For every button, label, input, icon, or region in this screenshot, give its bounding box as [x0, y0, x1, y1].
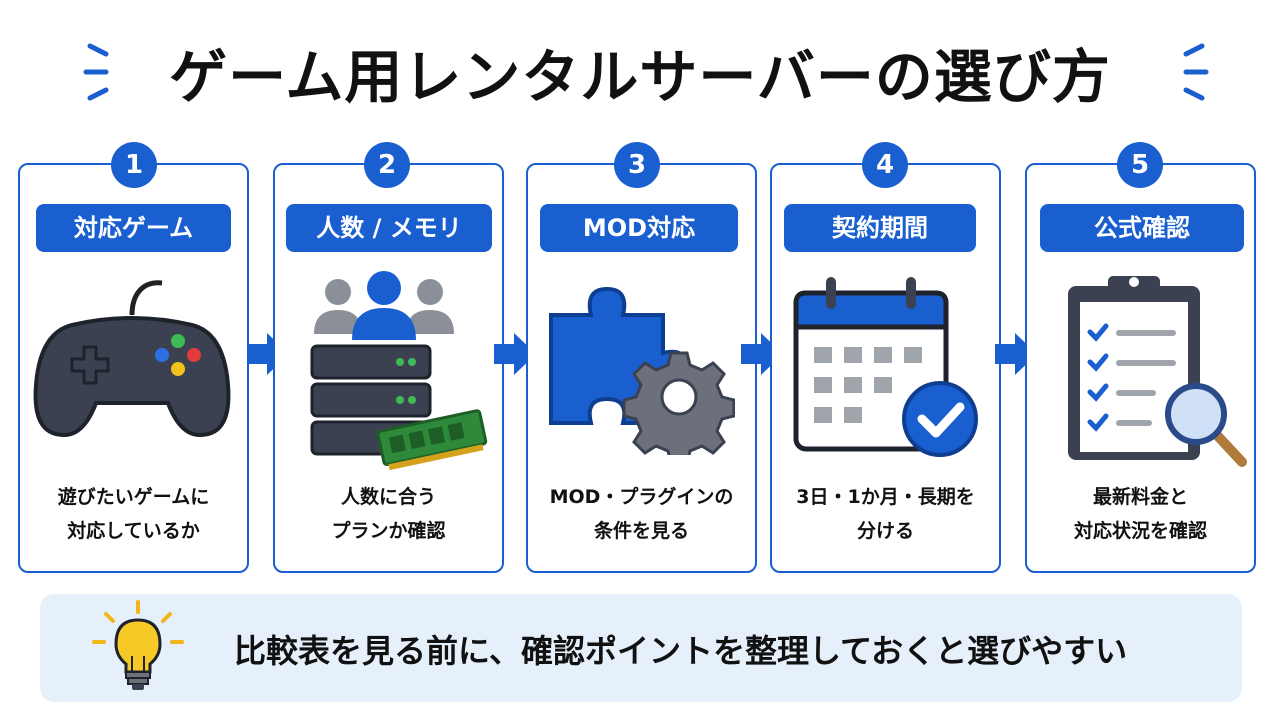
step-description-line: MOD・プラグインの	[549, 486, 734, 508]
step-description: 人数に合う プランか確認	[273, 480, 504, 548]
game-controller-icon	[33, 280, 231, 438]
step-description-line: 最新料金と	[1092, 486, 1188, 508]
users-server-memory-icon	[310, 271, 488, 471]
step-label: 契約期間	[784, 204, 976, 252]
puzzle-gear-icon	[549, 286, 735, 455]
step-description: 最新料金と 対応状況を確認	[1025, 480, 1256, 548]
calendar-check-icon	[793, 277, 978, 457]
step-number-badge: 3	[614, 142, 660, 188]
step-description-line: 対応しているか	[67, 520, 200, 542]
step-description: MOD・プラグインの 条件を見る	[526, 480, 757, 548]
step-description-line: 3日・1か月・長期を	[796, 486, 975, 508]
step-number-badge: 5	[1117, 142, 1163, 188]
step-description: 遊びたいゲームに 対応しているか	[18, 480, 249, 548]
sparkle-left-icon	[83, 43, 109, 101]
lightbulb-icon	[92, 600, 184, 690]
step-number-badge: 2	[364, 142, 410, 188]
sparkle-right-icon	[1183, 43, 1209, 101]
step-label: 対応ゲーム	[36, 204, 231, 252]
step-label: MOD対応	[540, 204, 738, 252]
step-description-line: 分ける	[856, 520, 914, 542]
tip-text: 比較表を見る前に、確認ポイントを整理しておくと選びやすい	[234, 632, 1128, 670]
page-title: ゲーム用レンタルサーバーの選び方	[169, 43, 1111, 111]
arrow-right-icon	[741, 333, 783, 375]
step-number-badge: 1	[111, 142, 157, 188]
step-label: 公式確認	[1040, 204, 1244, 252]
step-description-line: 条件を見る	[593, 520, 689, 542]
arrow-right-icon	[494, 333, 536, 375]
step-description-line: 人数に合う	[340, 486, 436, 508]
step-description: 3日・1か月・長期を 分ける	[770, 480, 1001, 548]
step-description-line: 対応状況を確認	[1073, 520, 1207, 542]
arrow-right-icon	[247, 333, 289, 375]
tip-box	[40, 594, 1242, 702]
step-description-line: プランか確認	[331, 520, 446, 542]
step-description-line: 遊びたいゲームに	[57, 486, 210, 508]
step-label: 人数 / メモリ	[286, 204, 492, 252]
step-number-badge: 4	[862, 142, 908, 188]
clipboard-magnifier-icon	[1068, 276, 1247, 467]
arrow-right-icon	[995, 333, 1037, 375]
